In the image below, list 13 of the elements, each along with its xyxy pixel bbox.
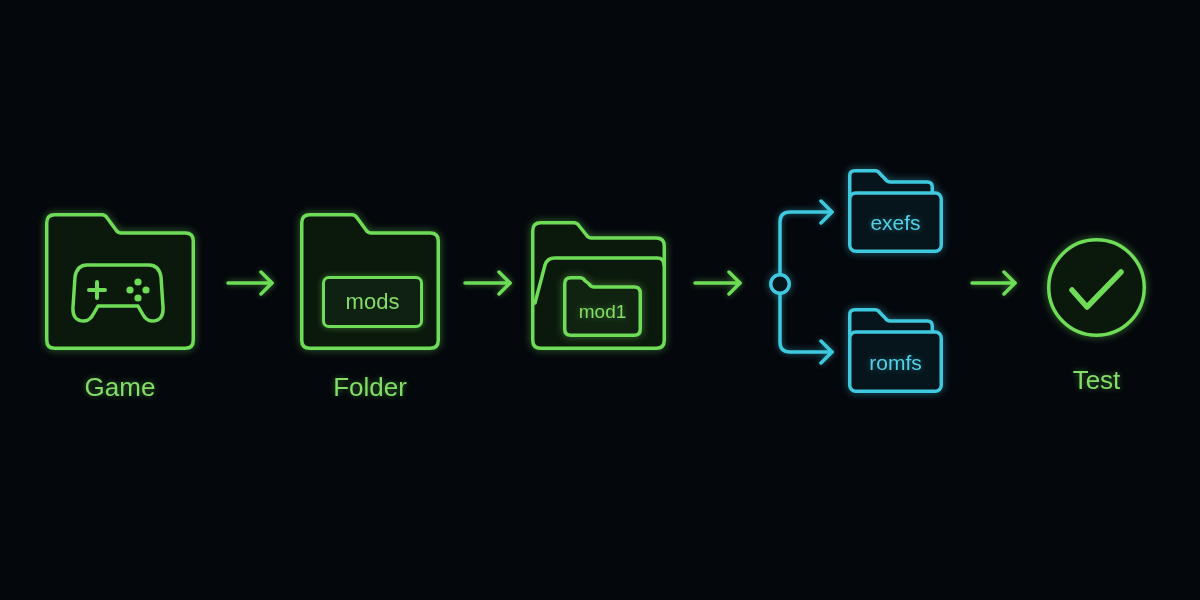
- folder-name: exefs: [870, 210, 921, 236]
- folder-name: mod1: [578, 301, 627, 323]
- arrow: [693, 270, 742, 296]
- caption-text: Test: [1072, 365, 1121, 395]
- arrow: [970, 270, 1017, 296]
- arrow: [778, 199, 834, 275]
- caption-text: Folder: [333, 372, 407, 402]
- arrow: [226, 270, 274, 296]
- caption-text: Game: [84, 372, 156, 402]
- arrow: [463, 270, 512, 296]
- arrow: [778, 293, 834, 365]
- folder-name: romfs: [869, 350, 922, 375]
- name-frame: mods: [322, 276, 423, 328]
